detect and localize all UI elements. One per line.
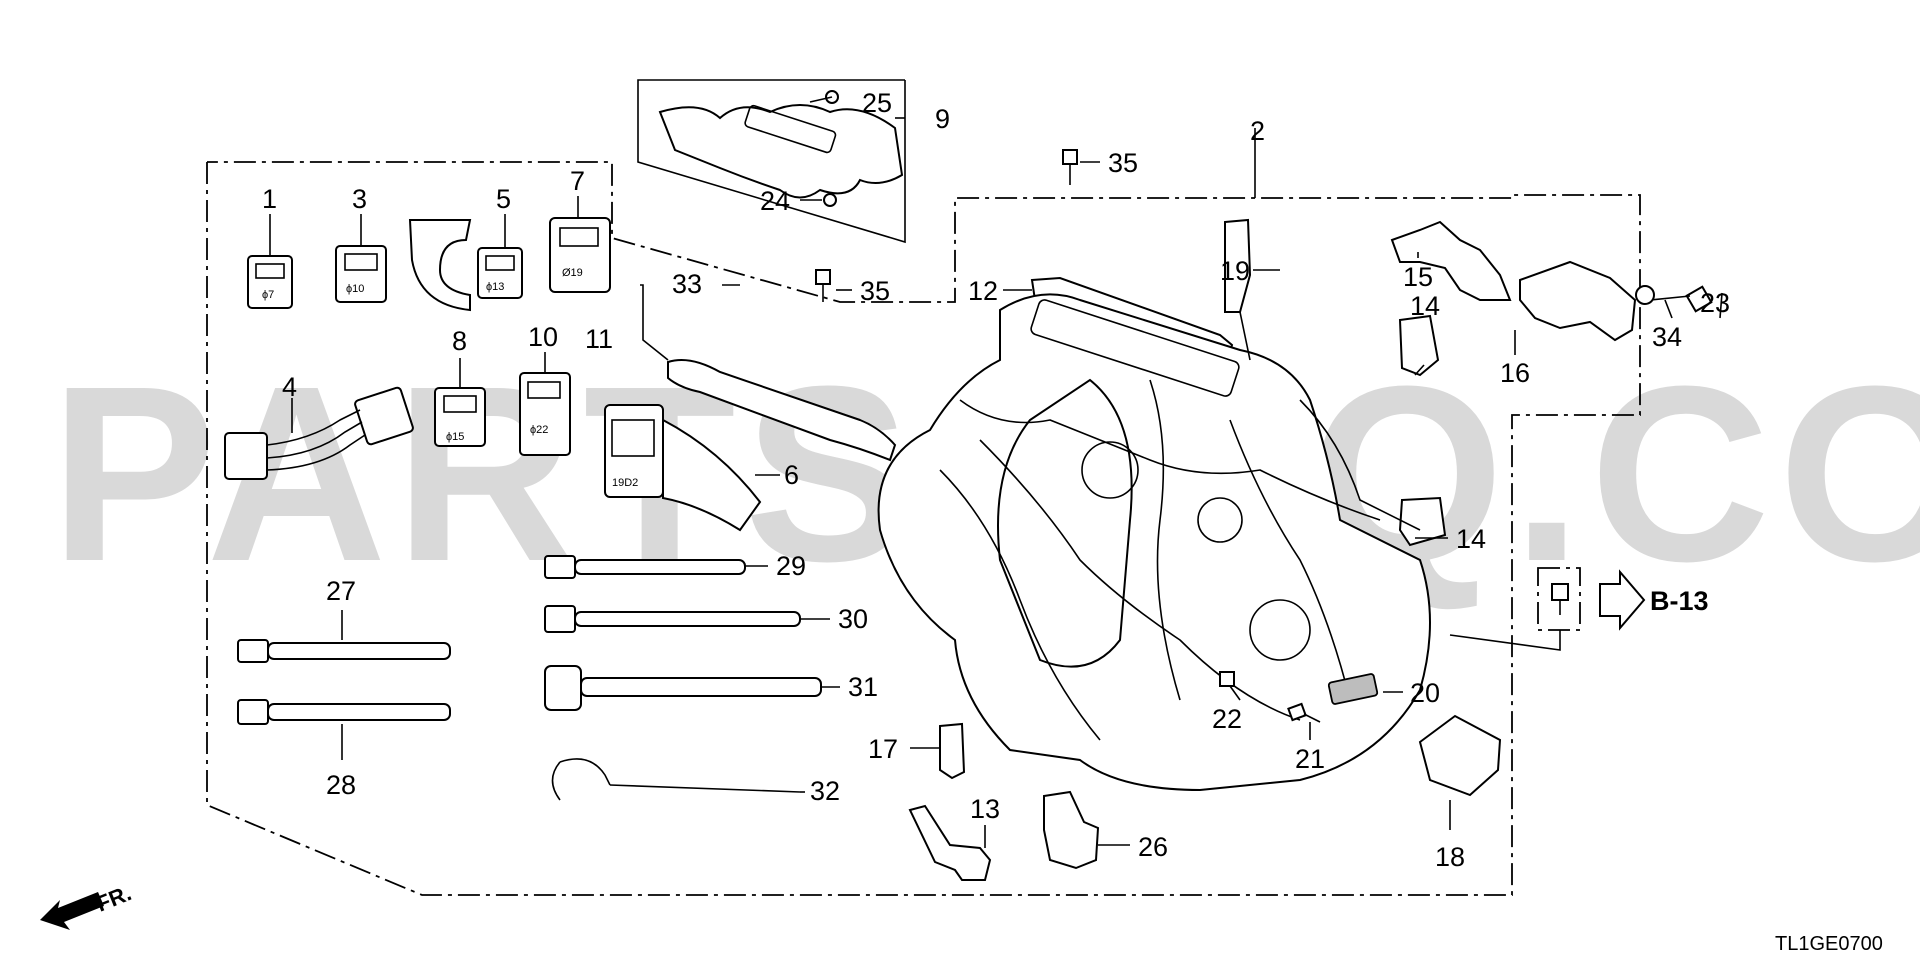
- cable-tie-30: [544, 605, 801, 633]
- bracket-15: [1390, 220, 1512, 301]
- connector-6: 19D2: [604, 404, 762, 532]
- callout-28: 28: [326, 770, 356, 800]
- callout-23: 23: [1700, 288, 1730, 318]
- clip-32: [551, 758, 801, 801]
- cable-tie-27: [237, 639, 451, 663]
- callout-34: 34: [1652, 322, 1682, 352]
- connector-5: ϕ13: [408, 219, 523, 312]
- callout-14-upper: 14: [1410, 291, 1440, 321]
- callout-17: 17: [868, 734, 898, 764]
- callout-6: 6: [784, 460, 799, 490]
- connector-7: Ø19: [549, 217, 611, 293]
- callout-21: 21: [1295, 744, 1325, 774]
- callout-22: 22: [1212, 704, 1242, 734]
- connector-26: [1043, 790, 1100, 870]
- callout-29: 29: [776, 551, 806, 581]
- callout-4: 4: [282, 372, 297, 402]
- b13-arrow-icon: [1599, 569, 1646, 631]
- callout-numbers: 1 2 3 4 5 6 7 8 9 10 11 12 13 14 14 15 1…: [262, 88, 1730, 872]
- clip-22-icon: [1219, 671, 1235, 687]
- callout-26: 26: [1138, 832, 1168, 862]
- fuse-box-18: [1418, 714, 1502, 797]
- connector-8: ϕ15: [434, 387, 486, 447]
- connector-20: [1327, 673, 1379, 705]
- callout-31: 31: [848, 672, 878, 702]
- connector-3: ϕ10: [335, 245, 387, 303]
- callout-13: 13: [970, 794, 1000, 824]
- cable-tie-29: [544, 555, 746, 579]
- bolt-23-icon: [1649, 285, 1713, 313]
- callout-25: 25: [862, 88, 892, 118]
- callout-18: 18: [1435, 842, 1465, 872]
- bracket-16: [1519, 260, 1637, 342]
- grommet-17: [939, 722, 966, 780]
- callout-35-top: 35: [1108, 148, 1138, 178]
- svg-text:Ø19: Ø19: [562, 267, 583, 279]
- bracket-13: [908, 804, 992, 881]
- engine-cover: [658, 104, 904, 199]
- callout-35-mid: 35: [860, 276, 890, 306]
- connector-10: ϕ22: [519, 372, 571, 456]
- svg-text:19D2: 19D2: [612, 477, 638, 489]
- svg-text:ϕ15: ϕ15: [446, 431, 464, 443]
- front-label: FR.: [93, 880, 135, 916]
- b13-bolt-frame: [1537, 567, 1581, 631]
- callout-20: 20: [1410, 678, 1440, 708]
- callout-8: 8: [452, 326, 467, 356]
- callout-3: 3: [352, 184, 367, 214]
- svg-text:ϕ7: ϕ7: [262, 289, 274, 301]
- bolt-35-mid-icon: [815, 269, 831, 302]
- callout-15: 15: [1403, 262, 1433, 292]
- callout-33: 33: [672, 269, 702, 299]
- callout-16: 16: [1500, 358, 1530, 388]
- callout-5: 5: [496, 184, 511, 214]
- cable-tie-28: [237, 699, 451, 725]
- svg-text:ϕ10: ϕ10: [346, 283, 364, 295]
- callout-11: 11: [585, 324, 613, 354]
- cover-group-frame: [637, 79, 906, 244]
- callout-9: 9: [935, 104, 950, 134]
- sub-harness-4: [224, 386, 414, 480]
- callout-30: 30: [838, 604, 868, 634]
- reference-b13: B-13: [1650, 586, 1709, 616]
- callout-10: 10: [528, 322, 558, 352]
- harness-cover-11: [667, 359, 897, 462]
- svg-text:ϕ22: ϕ22: [530, 424, 548, 436]
- connector-1: ϕ7: [247, 255, 293, 309]
- svg-text:ϕ13: ϕ13: [486, 281, 504, 293]
- bolt-b13-icon: [1551, 583, 1569, 615]
- callout-27: 27: [326, 576, 356, 606]
- nut-24-icon: [823, 193, 837, 207]
- callout-24: 24: [760, 186, 790, 216]
- engine-cover-emblem: [744, 104, 837, 154]
- connector-14-upper: [1398, 314, 1440, 377]
- bolt-35-top-icon: [1062, 149, 1078, 185]
- engine-assembly: [877, 293, 1431, 792]
- harness-group-frame: [206, 161, 1641, 896]
- front-direction-arrow: FR.: [40, 880, 135, 930]
- callout-32: 32: [810, 776, 840, 806]
- connector-14-lower: [1398, 496, 1447, 547]
- callout-14-lower: 14: [1456, 524, 1486, 554]
- callout-7: 7: [570, 166, 585, 196]
- nut-34-icon: [1635, 285, 1655, 305]
- leader-lines: [269, 96, 1723, 848]
- callout-2: 2: [1250, 116, 1265, 146]
- diagram-code: TL1GE0700: [1775, 933, 1883, 955]
- bolt-21-icon: [1287, 702, 1321, 723]
- callout-1: 1: [262, 184, 277, 214]
- callout-12: 12: [968, 276, 998, 306]
- cable-tie-31: [544, 665, 822, 711]
- callout-19: 19: [1220, 256, 1250, 286]
